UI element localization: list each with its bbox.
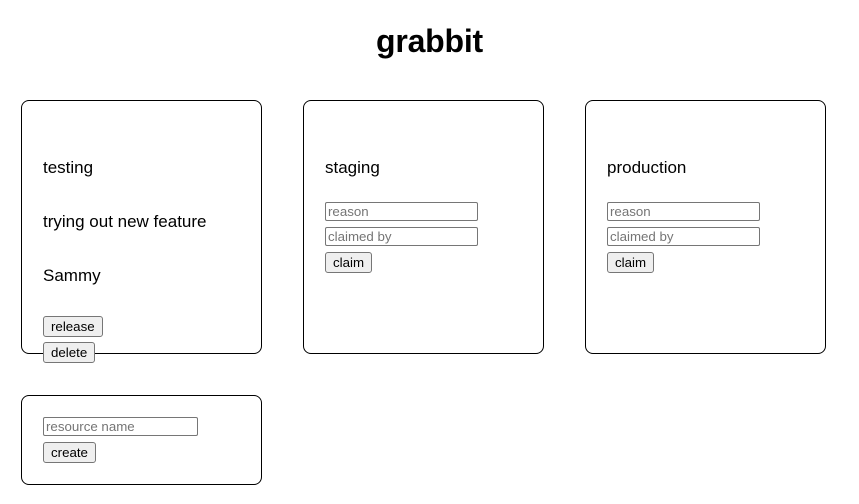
claimed-by-input-staging[interactable] xyxy=(325,227,478,246)
claimed-by-input-production[interactable] xyxy=(607,227,760,246)
resource-card-staging: staging claim xyxy=(303,100,544,354)
resource-card-testing: testing trying out new feature Sammy rel… xyxy=(21,100,262,363)
resource-card-list: testing trying out new feature Sammy rel… xyxy=(21,100,827,363)
delete-button[interactable]: delete xyxy=(43,342,96,363)
resource-claimed-by-testing: Sammy xyxy=(43,266,101,285)
resource-actions-testing: release delete xyxy=(43,316,240,363)
page-title: grabbit xyxy=(375,23,484,59)
claim-form-staging: claim xyxy=(325,202,522,273)
create-resource-card: create xyxy=(21,395,262,485)
claim-form-production: claim xyxy=(607,202,804,273)
claim-button-staging[interactable]: claim xyxy=(325,252,373,273)
resource-card-production: production claim xyxy=(585,100,826,354)
reason-input-production[interactable] xyxy=(607,202,760,221)
claim-button-production[interactable]: claim xyxy=(607,252,655,273)
resource-name-testing: testing xyxy=(43,158,94,177)
resource-name-staging: staging xyxy=(325,158,380,177)
release-button[interactable]: release xyxy=(43,316,103,337)
reason-input-staging[interactable] xyxy=(325,202,478,221)
resource-name-production: production xyxy=(607,158,687,177)
resource-name-input[interactable] xyxy=(43,417,198,436)
resource-reason-testing: trying out new feature xyxy=(43,212,207,231)
create-button[interactable]: create xyxy=(43,442,96,463)
